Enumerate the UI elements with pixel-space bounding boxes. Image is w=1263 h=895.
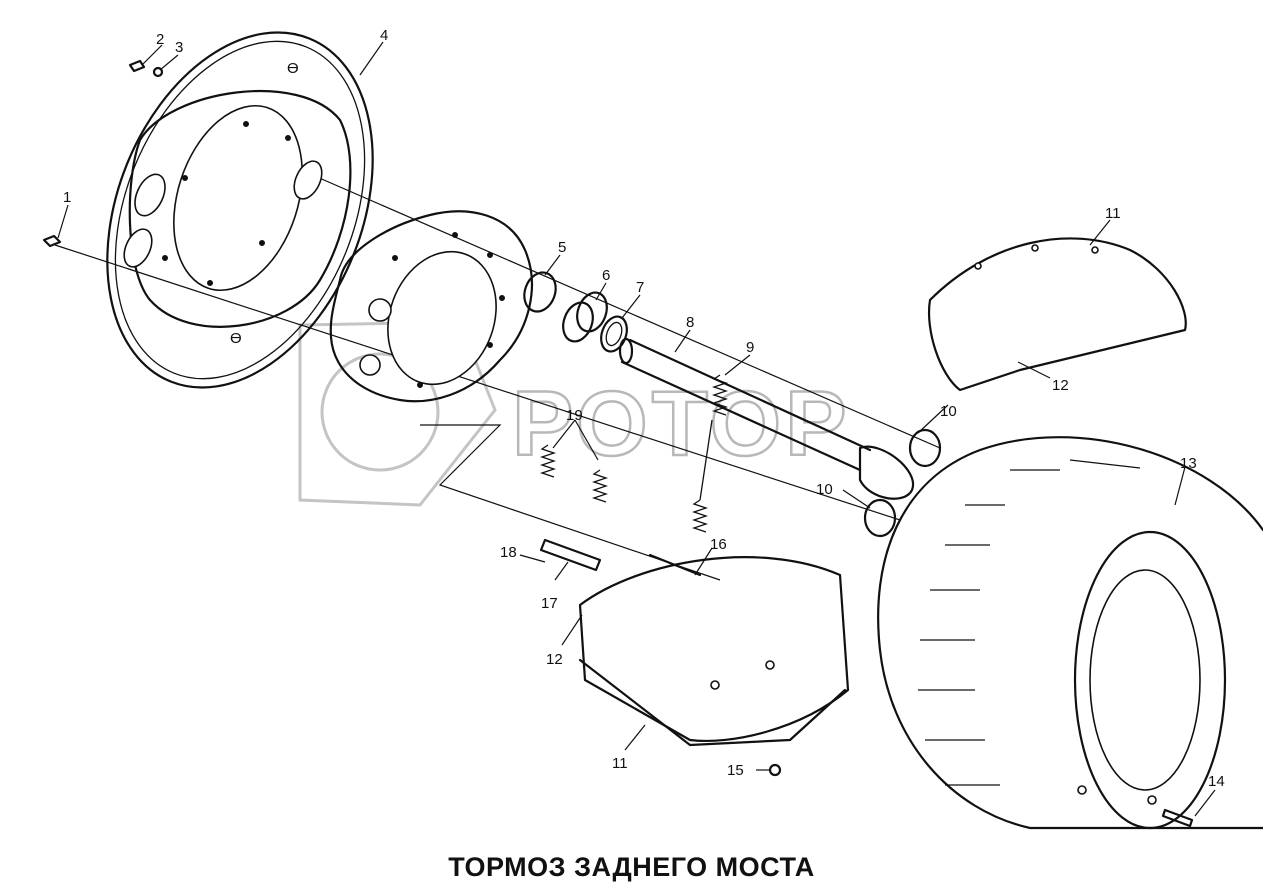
callout-7: 7 [636,279,644,296]
callout-3: 3 [175,39,183,56]
callout-12-upper: 12 [1052,377,1069,394]
diagram-caption: ТОРМОЗ ЗАДНЕГО МОСТА [448,852,815,882]
callout-8: 8 [686,314,694,331]
callout-14: 14 [1208,773,1225,790]
callout-13: 13 [1180,455,1197,472]
brake-drum [877,436,1263,830]
leader-lines [57,41,1216,817]
callout-17: 17 [541,595,558,612]
fasteners-left [42,59,164,248]
backing-plate: ϴ ϴ [106,31,374,389]
callout-2: 2 [156,31,164,48]
callout-4: 4 [380,27,388,44]
svg-text:ϴ: ϴ [230,330,242,347]
callout-18: 18 [500,544,517,561]
callout-11-upper: 11 [1105,205,1121,222]
callout-6: 6 [602,267,610,284]
svg-text:ϴ: ϴ [287,60,299,77]
rollers [863,428,942,538]
callouts: 1 2 3 4 5 6 7 8 9 10 10 11 11 12 12 13 1… [63,27,1225,790]
brake-spider [329,210,557,403]
callout-10-upper: 10 [940,403,957,420]
callout-12-lower: 12 [546,651,563,668]
upper-brake-shoe [928,237,1187,392]
lower-brake-shoe [578,556,850,747]
anchor-pin [539,538,702,577]
callout-16: 16 [710,536,727,553]
callout-5: 5 [558,239,566,256]
return-springs [539,374,729,533]
callout-19: 19 [566,407,583,424]
callout-1: 1 [63,189,71,206]
callout-15: 15 [727,762,744,779]
camshaft [618,337,915,500]
callout-10-lower: 10 [816,481,833,498]
callout-11-lower: 11 [612,755,628,772]
callout-9: 9 [746,339,754,356]
